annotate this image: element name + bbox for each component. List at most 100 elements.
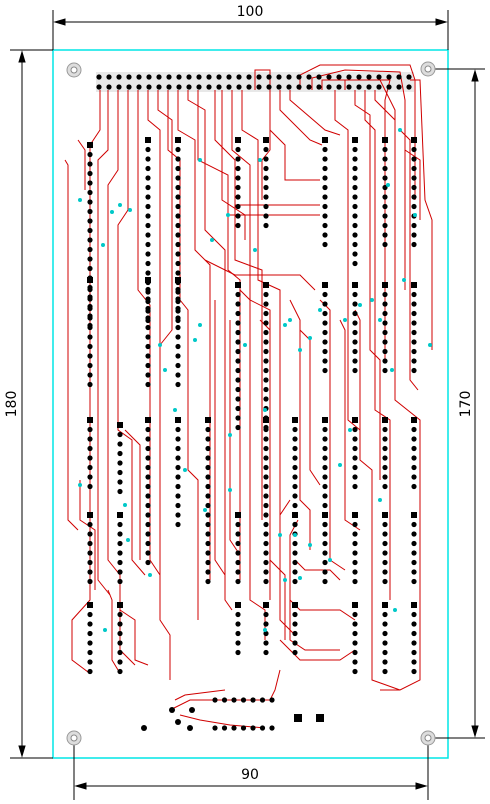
pad — [145, 550, 151, 556]
pad — [116, 84, 122, 90]
pad — [175, 502, 181, 509]
pad — [352, 291, 358, 298]
mounting-hole-icon — [420, 730, 436, 746]
pad — [175, 315, 181, 321]
dimension-top-label: 100 — [237, 4, 264, 20]
pad — [235, 602, 241, 608]
pad — [117, 512, 123, 518]
pad — [382, 559, 388, 566]
pad — [382, 417, 388, 423]
pad — [250, 697, 256, 703]
pad — [411, 426, 417, 433]
pad — [322, 445, 328, 452]
pad — [322, 329, 328, 336]
pad — [411, 540, 417, 547]
pad — [87, 286, 93, 293]
pad — [346, 84, 352, 90]
pad — [292, 611, 298, 618]
pad — [145, 260, 151, 267]
pad — [292, 521, 298, 528]
pad — [352, 222, 358, 229]
pad — [87, 630, 93, 637]
pad — [145, 251, 151, 257]
pad — [352, 165, 358, 172]
via — [78, 483, 82, 487]
pad — [352, 358, 358, 364]
pad — [235, 291, 241, 298]
pad — [87, 540, 93, 547]
pad — [176, 74, 182, 80]
pad — [336, 84, 342, 90]
pad — [292, 426, 298, 433]
pad — [175, 362, 181, 369]
pad — [145, 426, 151, 433]
pad — [382, 213, 388, 219]
board-outline — [52, 49, 449, 759]
pad — [382, 222, 388, 229]
pad — [322, 146, 328, 153]
pad — [411, 320, 417, 326]
pad — [352, 649, 358, 656]
pad — [175, 381, 181, 388]
pad — [235, 415, 241, 421]
pad — [382, 512, 388, 518]
pad — [145, 315, 151, 321]
pad — [145, 305, 151, 312]
pad — [382, 659, 388, 665]
pad — [235, 559, 241, 566]
pad — [175, 334, 181, 340]
pad — [263, 194, 269, 200]
pad — [235, 550, 241, 556]
pad — [87, 668, 93, 675]
pad — [382, 668, 388, 675]
pad — [322, 184, 328, 191]
pad — [235, 531, 241, 537]
pad — [87, 372, 93, 378]
pad — [352, 455, 358, 461]
pad — [382, 531, 388, 537]
pad — [87, 315, 93, 321]
pad — [87, 426, 93, 433]
pad — [175, 241, 181, 248]
pad — [292, 559, 298, 566]
pad — [316, 74, 322, 80]
pad — [145, 559, 151, 566]
pad — [263, 417, 269, 423]
pad — [87, 521, 93, 528]
pad — [322, 483, 328, 490]
via — [103, 628, 107, 632]
pad — [235, 649, 241, 656]
pad — [382, 175, 388, 181]
pad — [196, 84, 202, 90]
pad — [231, 697, 237, 703]
pad — [263, 502, 269, 509]
pad — [263, 578, 269, 585]
pad — [322, 436, 328, 442]
pad — [256, 74, 262, 80]
pad — [87, 218, 93, 224]
pad — [87, 227, 93, 234]
pad — [322, 339, 328, 345]
pad — [87, 170, 93, 177]
pad — [382, 426, 388, 433]
pad — [411, 640, 417, 646]
pad — [235, 396, 241, 402]
via — [390, 368, 394, 372]
pad — [87, 578, 93, 585]
pad — [352, 521, 358, 528]
pad — [175, 512, 181, 518]
pad — [87, 640, 93, 646]
pad — [235, 621, 241, 627]
pad — [175, 474, 181, 480]
pad — [235, 184, 241, 191]
pad — [352, 329, 358, 336]
pad — [352, 426, 358, 433]
pad — [382, 602, 388, 608]
pad — [87, 237, 93, 243]
pad — [336, 74, 342, 80]
pad — [263, 611, 269, 618]
pad — [322, 358, 328, 364]
pad — [87, 436, 93, 442]
pad — [263, 339, 269, 345]
pad — [87, 353, 93, 359]
